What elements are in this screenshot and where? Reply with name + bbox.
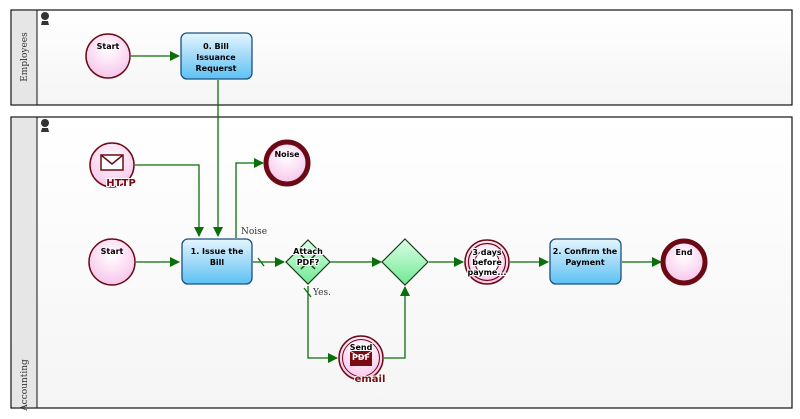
event-label: End (676, 248, 693, 257)
exclusive-x-icon (300, 254, 316, 270)
gateway-label-line: PDF? (297, 258, 320, 267)
gateway-label-line: Attach (293, 247, 323, 256)
task-label-line: 0. Bill (203, 42, 229, 51)
task-label-line: Requerst (196, 64, 237, 73)
task-confirm-the-payment[interactable]: 2. Confirm the Payment (549, 238, 622, 285)
task-label-line: 2. Confirm the (553, 247, 618, 256)
default-flow-marker (257, 257, 265, 267)
event-label: Start (101, 247, 124, 256)
pool-label-accounting: Accounting (20, 359, 30, 412)
task-bill-issuance-request[interactable]: 0. Bill Issuance Requerst (180, 32, 253, 80)
event-sublabel: email (355, 374, 386, 385)
sequence-flows (131, 51, 662, 363)
gateway-merge[interactable] (381, 238, 429, 286)
flow-label-yes: Yes. (312, 288, 331, 298)
flow-gateway-yes-to-email[interactable] (307, 286, 338, 363)
start-event-accounting[interactable]: Start (88, 238, 136, 286)
user-icon (41, 12, 49, 25)
flow-http-to-task1[interactable] (135, 164, 204, 237)
event-label-line: payme... (468, 268, 507, 277)
task-issue-the-bill[interactable]: 1. Issue the Bill (181, 238, 253, 285)
event-label-line: Send (350, 343, 373, 352)
start-event-employees[interactable]: Start (85, 33, 131, 79)
task-label-line: Issuance (196, 53, 236, 62)
flow-label-noise: Noise (241, 227, 267, 237)
event-label-line: 3 days (472, 248, 501, 257)
end-event[interactable]: End (660, 238, 708, 286)
envelope-filled-icon (349, 350, 373, 366)
gateway-attach-pdf[interactable]: Attach PDF? (285, 239, 331, 285)
flow-email-to-merge[interactable] (384, 286, 410, 359)
message-start-event-http[interactable]: HTTP (89, 142, 137, 190)
envelope-icon (100, 154, 124, 171)
pool-employees[interactable]: Employees (10, 9, 793, 106)
event-label: HTTP (106, 178, 136, 189)
pool-label-employees: Employees (20, 32, 30, 82)
event-label-line: PDF (352, 353, 370, 362)
timer-event-3-days-before-payment[interactable]: 3 days before payme... (464, 239, 510, 285)
flow-task1-to-noise[interactable] (235, 158, 264, 238)
default-flow-marker (303, 287, 312, 298)
event-label: Noise (274, 150, 300, 159)
event-label-line: before (472, 258, 502, 267)
send-event-pdf-email[interactable]: Send PDF email (338, 335, 386, 386)
end-event-noise[interactable]: Noise (263, 139, 311, 187)
user-icon (41, 119, 49, 132)
task-label-line: 1. Issue the (191, 247, 244, 256)
clock-icon (474, 249, 500, 275)
task-label-line: Payment (565, 258, 604, 267)
task-label-line: Bill (210, 258, 225, 267)
event-label: Start (97, 42, 120, 51)
